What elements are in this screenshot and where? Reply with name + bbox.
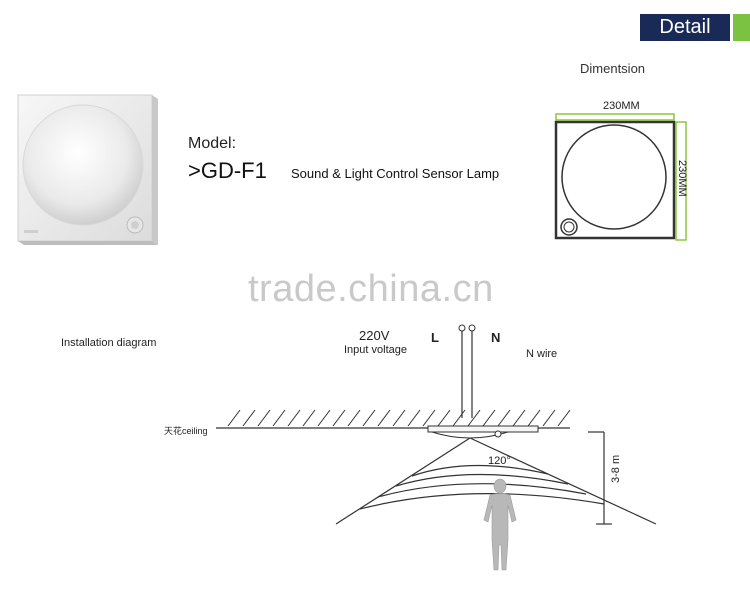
ceiling-line <box>216 409 571 429</box>
ceiling-label: 天花ceiling <box>164 426 208 436</box>
mounting-height-label: 3-8 m <box>610 454 622 483</box>
angle-label: 120° <box>488 455 511 467</box>
wiring <box>458 324 476 418</box>
dimension-drawing <box>554 113 687 241</box>
model-description: Sound & Light Control Sensor Lamp <box>291 166 500 181</box>
detail-tab: Detail <box>640 14 730 41</box>
watermark: trade.china.cn <box>248 268 494 310</box>
detail-tab-accent <box>733 14 750 41</box>
dimension-title: Dimentsion <box>580 61 646 76</box>
live-wire-label: L <box>431 330 439 345</box>
n-wire-label: N wire <box>526 348 558 360</box>
voltage-sublabel: Input voltage <box>344 344 407 356</box>
ceiling-lamp <box>427 425 539 439</box>
voltage-label: 220V <box>359 328 390 343</box>
height-dimension <box>588 431 612 525</box>
lamp-photo <box>17 94 158 245</box>
neutral-wire-label: N <box>491 330 501 345</box>
model-label: Model: <box>188 135 237 152</box>
model-code: >GD-F1 <box>188 158 267 183</box>
person-silhouette <box>483 478 517 571</box>
width-label: 230MM <box>603 100 640 112</box>
sensor-coverage <box>335 437 657 525</box>
installation-title: Installation diagram <box>61 337 157 349</box>
height-label-mm: 230MM <box>676 160 688 197</box>
